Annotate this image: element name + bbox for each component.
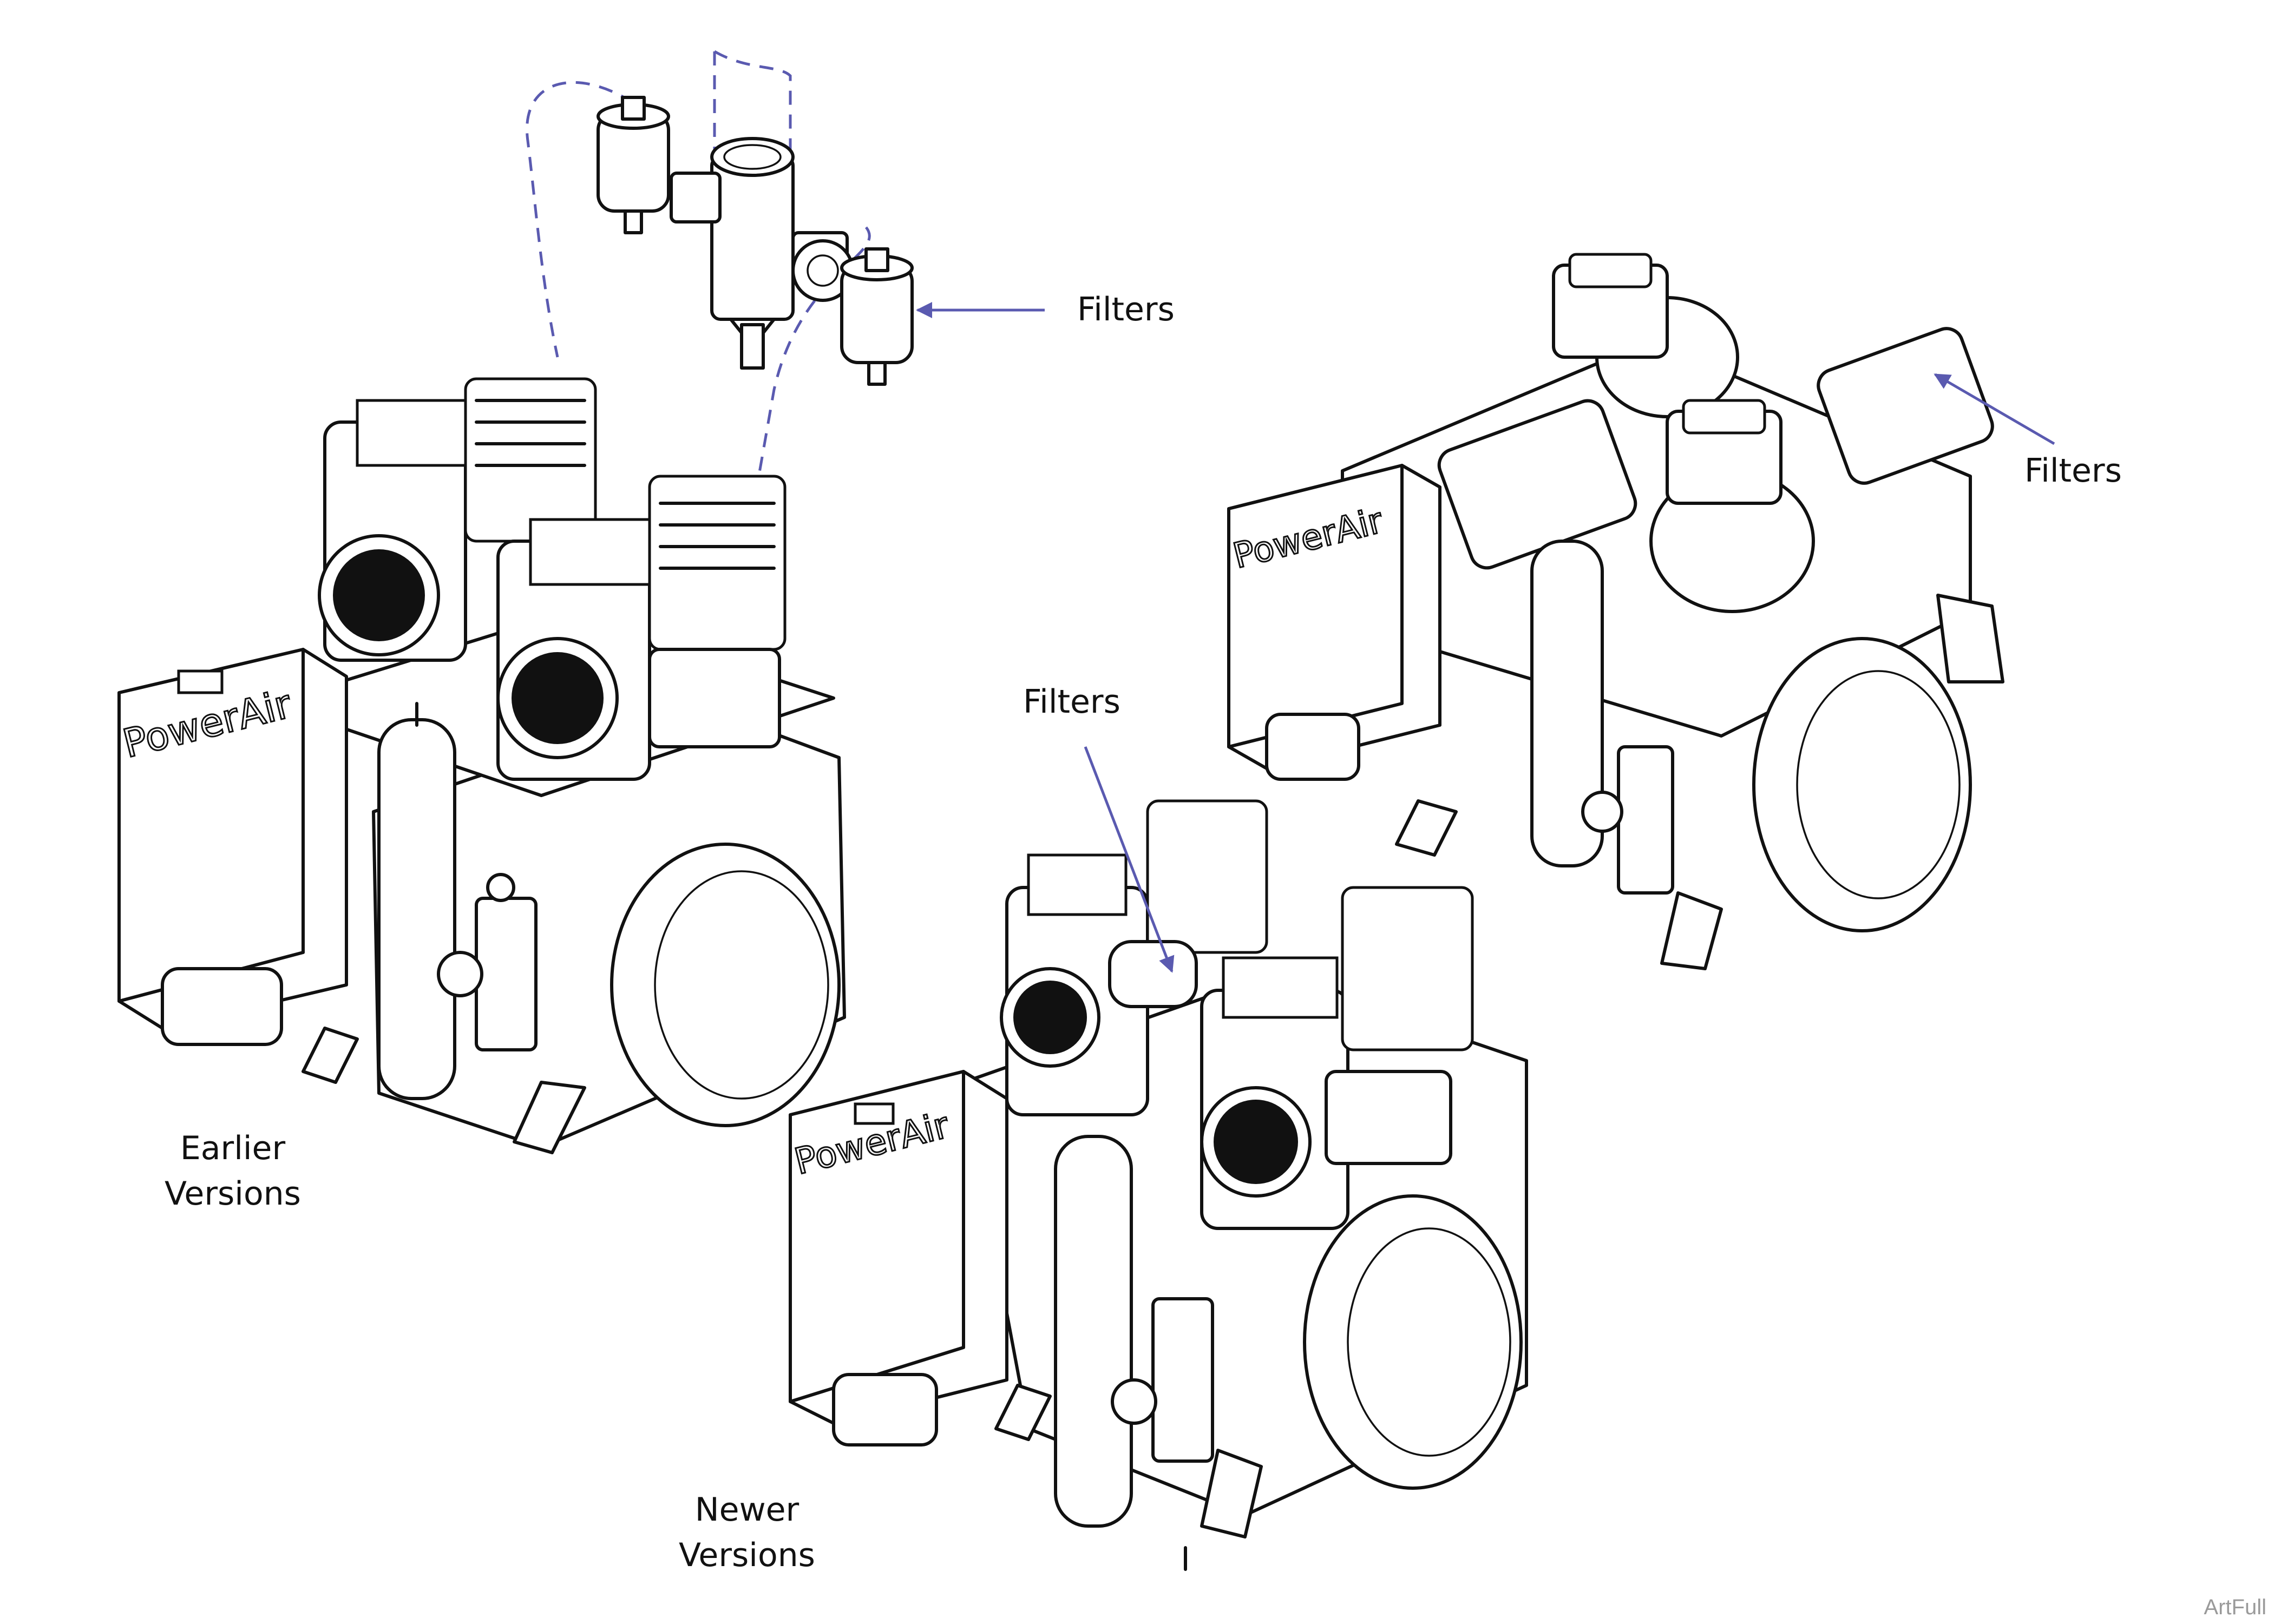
dashed-hose-right xyxy=(756,226,871,482)
compressor-newer-version-motors: PowerAir xyxy=(1227,253,2004,970)
label-newer-versions: Newer Versions xyxy=(660,1487,834,1578)
dashed-hose-top xyxy=(713,50,792,157)
compressor-earlier-version: PowerAir xyxy=(117,377,846,1154)
compressor-newer-version: PowerAir xyxy=(789,799,1528,1571)
leader-filters-right xyxy=(1934,373,2055,445)
pump-head-right xyxy=(496,475,787,781)
dashed-hose-left xyxy=(526,81,634,358)
art-tag: ArtFull xyxy=(2204,1595,2266,1619)
filter-assembly-detail xyxy=(526,50,914,482)
label-newer-line2: Versions xyxy=(679,1536,815,1574)
filter-canister-middle xyxy=(1108,940,1198,1008)
label-filters-top: Filters xyxy=(1077,291,1175,328)
leader-filters-middle xyxy=(1084,746,1175,973)
pump-head-left xyxy=(318,377,597,662)
control-box-earlier: PowerAir xyxy=(117,648,348,1046)
label-filters-right: Filters xyxy=(2024,452,2122,490)
label-earlier-versions: Earlier Versions xyxy=(146,1126,319,1217)
label-newer-line1: Newer xyxy=(694,1491,799,1529)
label-earlier-line2: Versions xyxy=(165,1175,301,1213)
label-earlier-line1: Earlier xyxy=(180,1129,286,1167)
label-filters-middle: Filters xyxy=(1023,683,1120,721)
